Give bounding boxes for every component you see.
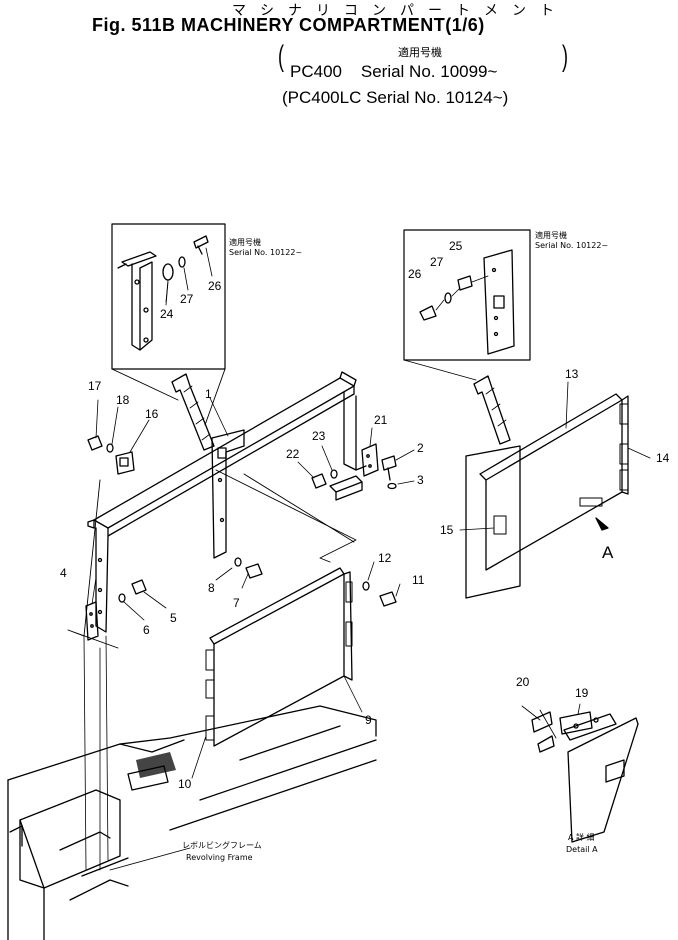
callout-2: 2 bbox=[417, 441, 424, 455]
callout-9: 9 bbox=[365, 713, 372, 727]
callout-1: 1 bbox=[205, 387, 212, 401]
callout-24: 24 bbox=[160, 307, 174, 321]
serial-pc400lc: (PC400LC Serial No. 10124~) bbox=[282, 88, 509, 107]
detail-a-jp: A 詳 細 bbox=[568, 832, 595, 842]
right-inset-jp: 適用号機 bbox=[535, 230, 567, 240]
callout-6: 6 bbox=[143, 623, 150, 637]
door-panel-9 bbox=[205, 567, 353, 747]
right-inset bbox=[403, 229, 531, 381]
callout-11: 11 bbox=[412, 573, 425, 587]
figure-title: Fig. 511B MACHINERY COMPARTMENT(1/6) bbox=[92, 15, 485, 35]
fasteners bbox=[87, 435, 397, 607]
detail-a bbox=[521, 703, 639, 843]
right-inset-serial: Serial No. 10122~ bbox=[535, 241, 608, 250]
callout-12: 12 bbox=[378, 551, 392, 565]
compartment-frame bbox=[85, 371, 379, 641]
hatched-arrow-left bbox=[171, 373, 215, 451]
floor-plate-outline bbox=[67, 469, 357, 649]
revolving-frame-en: Revolving Frame bbox=[186, 853, 253, 862]
left-inset-jp: 適用号機 bbox=[229, 237, 261, 247]
right-paren: ) bbox=[562, 40, 568, 73]
callout-17: 17 bbox=[88, 379, 102, 393]
callout-25: 25 bbox=[449, 239, 463, 253]
callout-18: 18 bbox=[116, 393, 130, 407]
title-kana: マシナリコンパートメント bbox=[232, 3, 568, 19]
callout-15: 15 bbox=[440, 523, 454, 537]
detail-a-en: Detail A bbox=[566, 845, 598, 854]
callout-27-right: 27 bbox=[430, 255, 444, 269]
revolving-frame bbox=[7, 705, 377, 940]
left-paren: ( bbox=[278, 40, 284, 73]
callout-23: 23 bbox=[312, 429, 326, 443]
callout-4: 4 bbox=[60, 566, 67, 580]
revolving-frame-jp: レボルビングフレーム bbox=[182, 840, 262, 850]
callout-5: 5 bbox=[170, 611, 177, 625]
applicable-label-jp: 適用号機 bbox=[398, 46, 442, 59]
callout-26-right: 26 bbox=[408, 267, 422, 281]
callout-7: 7 bbox=[233, 596, 240, 610]
serial-pc400: PC400 Serial No. 10099~ bbox=[290, 62, 498, 81]
callout-21: 21 bbox=[374, 413, 388, 427]
view-a-label: A bbox=[602, 543, 614, 562]
left-inset-serial: Serial No. 10122~ bbox=[229, 248, 302, 257]
callout-22: 22 bbox=[286, 447, 300, 461]
callout-16: 16 bbox=[145, 407, 159, 421]
callout-3: 3 bbox=[417, 473, 424, 487]
callout-10: 10 bbox=[178, 777, 192, 791]
callout-26-left: 26 bbox=[208, 279, 222, 293]
callout-8: 8 bbox=[208, 581, 215, 595]
door-panel-13 bbox=[465, 393, 629, 599]
callout-19: 19 bbox=[575, 686, 589, 700]
callout-27-left: 27 bbox=[180, 292, 194, 306]
callout-14: 14 bbox=[656, 451, 670, 465]
left-inset bbox=[111, 223, 226, 426]
callout-20: 20 bbox=[516, 675, 530, 689]
leader-lines bbox=[83, 279, 651, 871]
hatched-arrow-right bbox=[473, 375, 511, 445]
callout-13: 13 bbox=[565, 367, 579, 381]
callouts: 1 2 3 4 5 6 7 8 9 10 11 12 13 14 15 16 1… bbox=[60, 239, 670, 791]
